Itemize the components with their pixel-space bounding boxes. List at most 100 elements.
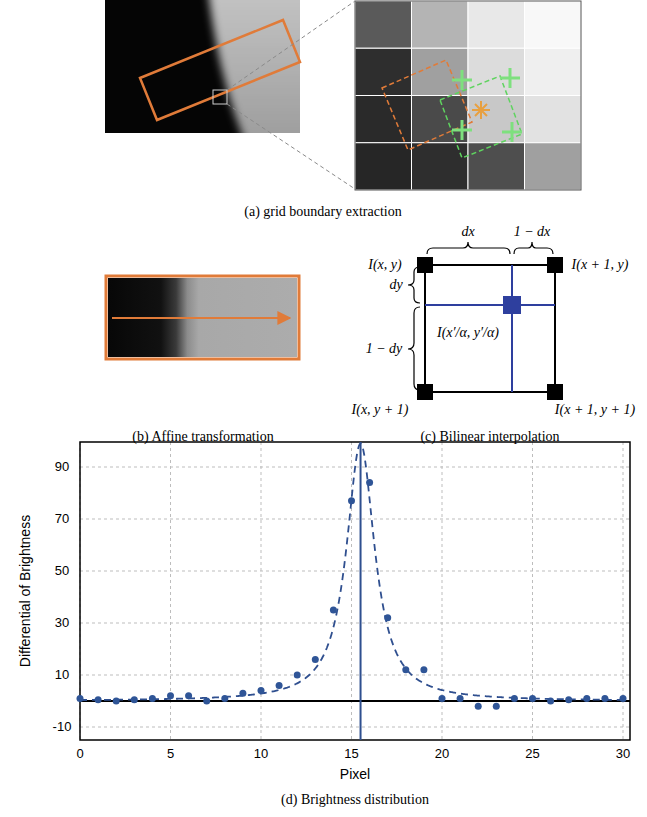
grid-cell xyxy=(525,48,582,95)
data-point xyxy=(258,687,265,694)
y-tick: 30 xyxy=(55,616,69,630)
corner-pixel xyxy=(547,384,563,400)
y-tick: 50 xyxy=(55,564,69,578)
grid-cell xyxy=(355,1,412,48)
data-point xyxy=(131,696,138,703)
x-tick: 30 xyxy=(616,747,630,761)
data-point xyxy=(457,695,464,702)
data-point xyxy=(185,692,192,699)
pixel-label: I(x, y + 1) xyxy=(352,402,409,417)
data-point xyxy=(149,695,156,702)
grid-line xyxy=(80,675,630,676)
data-point xyxy=(601,695,608,702)
distance-label: 1 − dx xyxy=(514,224,551,239)
axis-title: Differential of Brightness xyxy=(18,515,33,667)
distance-label: 1 − dy xyxy=(366,341,403,356)
panel-caption: (b) Affine transformation xyxy=(132,429,273,444)
y-tick: 90 xyxy=(55,460,69,474)
corner-pixel xyxy=(417,384,433,400)
data-point xyxy=(384,614,391,621)
x-tick: 10 xyxy=(254,747,268,761)
data-point xyxy=(547,698,554,705)
data-point xyxy=(203,698,210,705)
interp-point xyxy=(503,296,521,314)
grid-line xyxy=(80,571,630,572)
data-point xyxy=(113,698,120,705)
data-point xyxy=(312,656,319,663)
interp-line xyxy=(425,304,555,306)
roi-rectangle xyxy=(140,20,300,120)
x-tick: 5 xyxy=(167,747,174,761)
brightness-chart xyxy=(77,442,631,740)
grid-cell xyxy=(355,96,412,143)
green-dashed-window xyxy=(440,76,522,158)
grid-cell xyxy=(355,48,412,95)
axis-title: Pixel xyxy=(340,767,370,782)
data-point xyxy=(330,607,337,614)
data-point xyxy=(529,695,536,702)
scan-arrow xyxy=(112,317,290,319)
pixel-label: I(x, y) xyxy=(368,257,401,272)
x-tick: 20 xyxy=(435,747,449,761)
grid-cell xyxy=(412,1,469,48)
fit-curve xyxy=(80,444,623,700)
grid-cell xyxy=(468,48,525,95)
corner-pixel xyxy=(417,257,433,273)
grid-cell xyxy=(525,1,582,48)
plot-frame xyxy=(80,442,630,740)
y-tick: 10 xyxy=(55,668,69,682)
data-point xyxy=(439,695,446,702)
grid-frame xyxy=(355,1,581,190)
data-point xyxy=(620,695,627,702)
panel-caption: (c) Bilinear interpolation xyxy=(420,429,559,444)
x-tick: 15 xyxy=(344,747,358,761)
grid-line xyxy=(80,519,630,520)
grid-line xyxy=(80,727,630,728)
data-point xyxy=(239,690,246,697)
pixel-label: I(x + 1, y) xyxy=(572,257,629,272)
sample-crosses xyxy=(452,68,522,142)
y-tick: 70 xyxy=(55,512,69,526)
zoom-square xyxy=(213,90,227,104)
grid-cell xyxy=(355,143,412,190)
interp-line xyxy=(511,265,513,392)
data-point xyxy=(565,696,572,703)
strip-frame xyxy=(106,276,299,359)
x-tick: 25 xyxy=(525,747,539,761)
distance-label: dx xyxy=(461,224,474,239)
data-point xyxy=(221,695,228,702)
y-tick: -10 xyxy=(53,720,72,734)
corner-pixel xyxy=(547,257,563,273)
pixel-grid xyxy=(355,1,581,190)
distance-label: dy xyxy=(389,277,402,292)
peak-line xyxy=(360,442,362,740)
data-point xyxy=(511,695,518,702)
center-star xyxy=(472,101,490,119)
braces xyxy=(408,242,553,390)
data-point xyxy=(475,703,482,710)
data-point xyxy=(420,666,427,673)
orange-dashed-window xyxy=(382,60,472,150)
grid-cell xyxy=(412,143,469,190)
grid-cell xyxy=(468,143,525,190)
rectified-strip xyxy=(108,278,297,357)
x-tick: 0 xyxy=(76,747,83,761)
grid-cell xyxy=(525,143,582,190)
grid-cell xyxy=(525,96,582,143)
data-point xyxy=(366,479,373,486)
data-point xyxy=(276,682,283,689)
zoom-leader xyxy=(227,1,355,90)
grid-line xyxy=(351,442,352,740)
interp-label: I(x′/α, y′/α) xyxy=(437,325,499,340)
grid-line xyxy=(80,623,630,624)
zoom-leader xyxy=(227,104,355,189)
panel-caption: (d) Brightness distribution xyxy=(281,792,429,807)
data-point xyxy=(77,695,84,702)
data-point xyxy=(402,666,409,673)
pixel-label: I(x + 1, y + 1) xyxy=(555,402,635,417)
grid-line xyxy=(261,442,262,740)
grid-cell xyxy=(468,1,525,48)
edge-photo xyxy=(105,0,300,133)
data-point xyxy=(493,703,500,710)
panel-caption: (a) grid boundary extraction xyxy=(244,204,401,219)
